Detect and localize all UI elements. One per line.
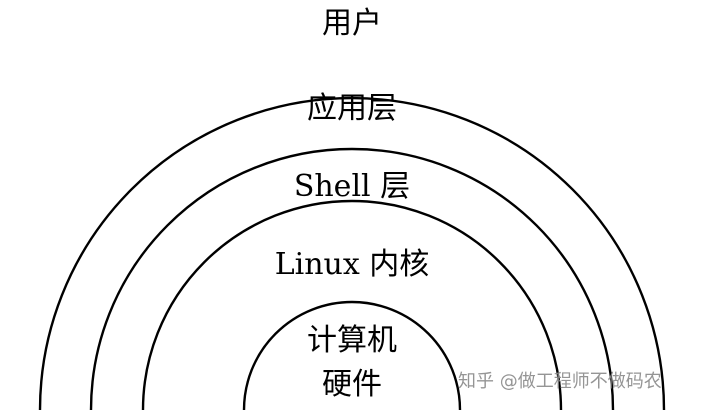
watermark-text: 知乎 @做工程师不做码农 [458,371,662,392]
label-user: 用户 [322,6,382,41]
label-application-layer: 应用层 [307,91,397,126]
label-linux-kernel: Linux 内核 [275,247,430,282]
arc-linux-kernel [141,199,563,410]
arc-hardware [242,300,462,410]
arc-application-layer [38,96,666,410]
label-computer: 计算机 [307,323,397,358]
label-shell-layer: Shell 层 [294,169,410,204]
label-hardware: 硬件 [322,367,382,402]
arc-shell-layer [89,147,615,410]
